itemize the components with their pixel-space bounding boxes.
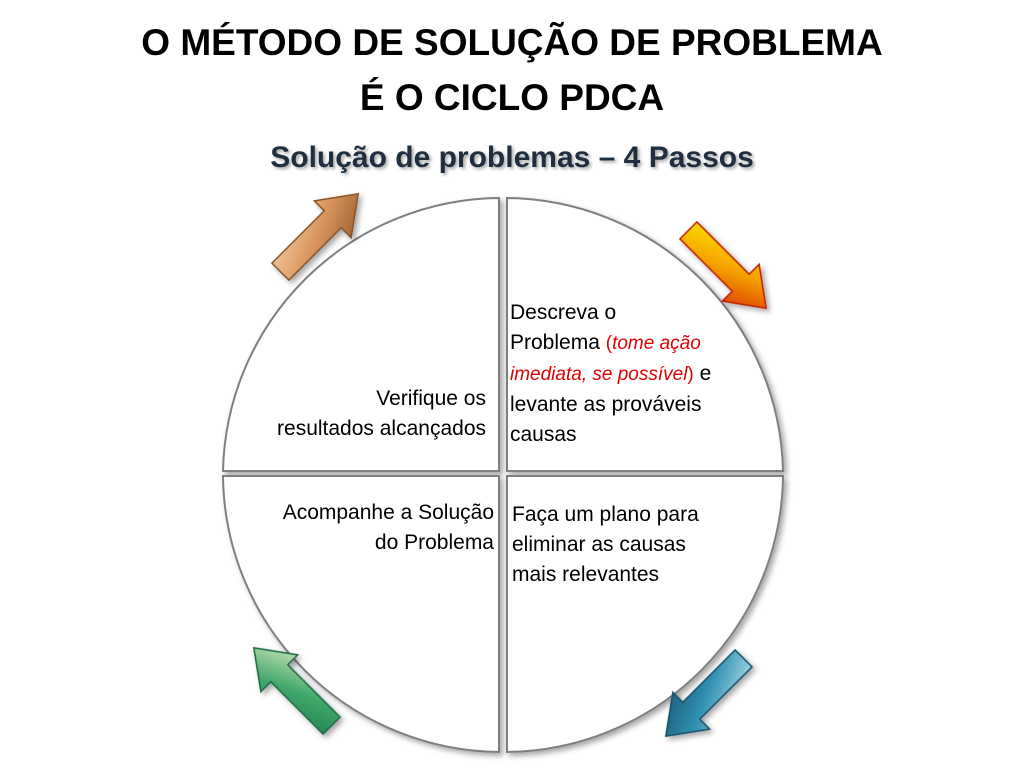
top-right-paren-close: ) bbox=[687, 364, 694, 385]
top-right-paren-open: ( bbox=[605, 333, 613, 354]
arrow-down-right-icon bbox=[678, 220, 768, 310]
quadrant-bottom-right-text: Faça um plano para eliminar as causas ma… bbox=[512, 500, 762, 590]
bottom-right-line3: mais relevantes bbox=[512, 563, 660, 586]
top-left-line1: Verifique os bbox=[376, 387, 486, 410]
quadrant-top-right-text: Descreva o Problema (tome ação imediata,… bbox=[510, 298, 750, 450]
quadrant-bottom-left-text: Acompanhe a Solução do Problema bbox=[222, 498, 494, 558]
arrow-up-right-icon bbox=[270, 192, 360, 282]
page-title-line1: O MÉTODO DE SOLUÇÃO DE PROBLEMA bbox=[141, 22, 883, 63]
quadrant-top-left bbox=[221, 196, 500, 472]
bottom-right-line1: Faça um plano para bbox=[512, 503, 699, 526]
top-right-part2: Problema bbox=[510, 331, 600, 354]
bottom-left-line1: Acompanhe a Solução bbox=[282, 501, 494, 524]
arrow-down-left-icon bbox=[664, 648, 754, 738]
quadrant-bottom-left bbox=[221, 475, 500, 754]
top-left-line2: resultados alcançados bbox=[277, 417, 486, 440]
top-right-highlight: tome ação imediata, se possível bbox=[510, 333, 701, 385]
top-right-part1: Descreva o bbox=[510, 301, 617, 324]
quadrant-bottom-right bbox=[506, 475, 785, 754]
page-title-line2: É O CICLO PDCA bbox=[359, 77, 665, 118]
top-right-part3: e levante as prováveis causas bbox=[510, 362, 712, 446]
quadrant-top-right bbox=[506, 196, 785, 472]
quadrant-top-left-text: Verifique os resultados alcançados bbox=[220, 384, 486, 444]
bottom-left-line2: do Problema bbox=[374, 531, 494, 554]
bottom-right-line2: eliminar as causas bbox=[512, 533, 686, 556]
arrow-up-left-icon bbox=[252, 646, 342, 736]
page-subtitle: Solução de problemas – 4 Passos bbox=[270, 141, 754, 174]
